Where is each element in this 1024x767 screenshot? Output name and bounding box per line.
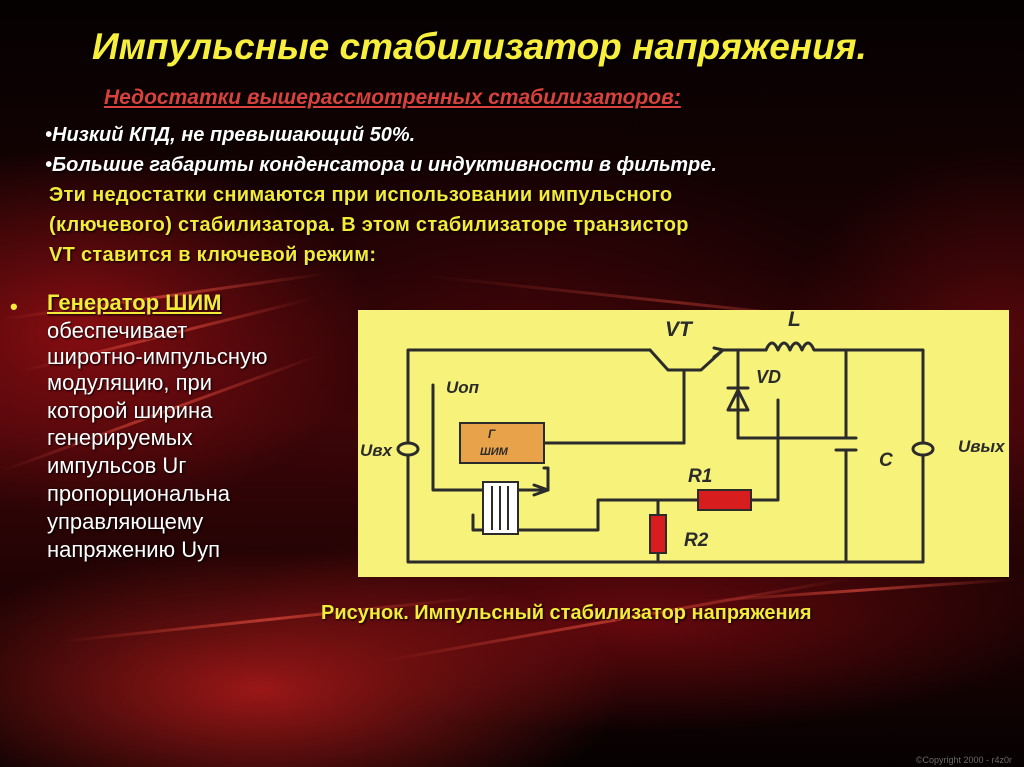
decor-streak [699,577,1020,603]
input-terminal [396,441,420,457]
drawback-item: •Низкий КПД, не превышающий 50%. [45,124,416,146]
label-uop: Uоп [446,378,480,397]
generator-text-line: генерируемых [47,425,193,450]
generator-text-line: которой ширина [47,398,213,423]
circuit-diagram: VT L VD Uоп Г ШИМ Uвх Uвых C R1 R2 [358,310,1009,577]
inductor-l [764,341,848,352]
label-vd: VD [756,367,781,387]
label-uvx: Uвх [360,441,394,460]
output-terminal [911,441,935,457]
slide-title: Импульсные стабилизатор напряжения. [92,26,867,67]
figure-caption: Рисунок. Импульсный стабилизатор напряже… [321,602,812,624]
capacitor-c [834,348,858,564]
copyright-notice: ©Copyright 2000 - r4z0r [915,755,1012,765]
explanation-line: (ключевого) стабилизатора. В этом стабил… [49,214,689,236]
bullet-dot: • [10,294,18,319]
wire-feedback-to-pwm [471,498,700,532]
generator-text-line: напряжению Uуп [47,537,221,562]
pwm-generator-box [459,422,545,464]
generator-text-line: пропорциональна [47,481,230,506]
label-vt: VT [665,318,694,341]
label-g: Г [488,427,496,441]
wire-ground-rail [406,453,925,564]
diode-triangle [726,388,750,412]
label-c: C [879,450,893,471]
generator-text-line: широтно-импульсную [47,344,268,369]
resistor-r2 [649,514,667,554]
comparator-arrow [532,483,550,497]
generator-text-line: управляющему [47,509,204,534]
explanation-line: Эти недостатки снимаются при использован… [49,184,673,206]
label-l: L [788,310,801,331]
generator-heading: Генератор ШИМ [47,290,222,315]
wire-feedback [749,398,780,502]
generator-text-line: обеспечивает [47,318,188,343]
generator-text-line: модуляцию, при [47,370,213,395]
generator-text-line: импульсов Uг [47,453,187,478]
explanation-line: VT ставится в ключевой режим: [49,244,377,266]
drawbacks-heading: Недостатки вышерассмотренных стабилизато… [104,86,681,109]
drawback-item: •Большие габариты конденсатора и индукти… [45,154,717,176]
wire-input-top [406,348,652,445]
label-r1: R1 [688,466,712,487]
wire-reference [431,383,485,492]
wire-output-top [844,348,925,445]
label-shim: ШИМ [480,446,509,458]
label-uvyx: Uвых [958,437,1006,456]
circuit-wires [406,341,925,564]
wire-comparator [516,466,550,492]
control-block-lines [491,486,509,530]
resistor-r1 [697,489,752,511]
label-r2: R2 [684,530,709,551]
